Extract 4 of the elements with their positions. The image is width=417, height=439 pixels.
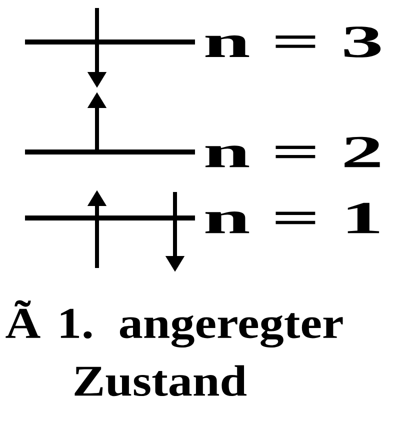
- level-label: n = 2: [205, 136, 380, 168]
- caption: Ã 1. angeregter Zustand: [6, 300, 343, 396]
- level-label: n = 1: [205, 202, 380, 234]
- level-label: n = 3: [205, 26, 381, 58]
